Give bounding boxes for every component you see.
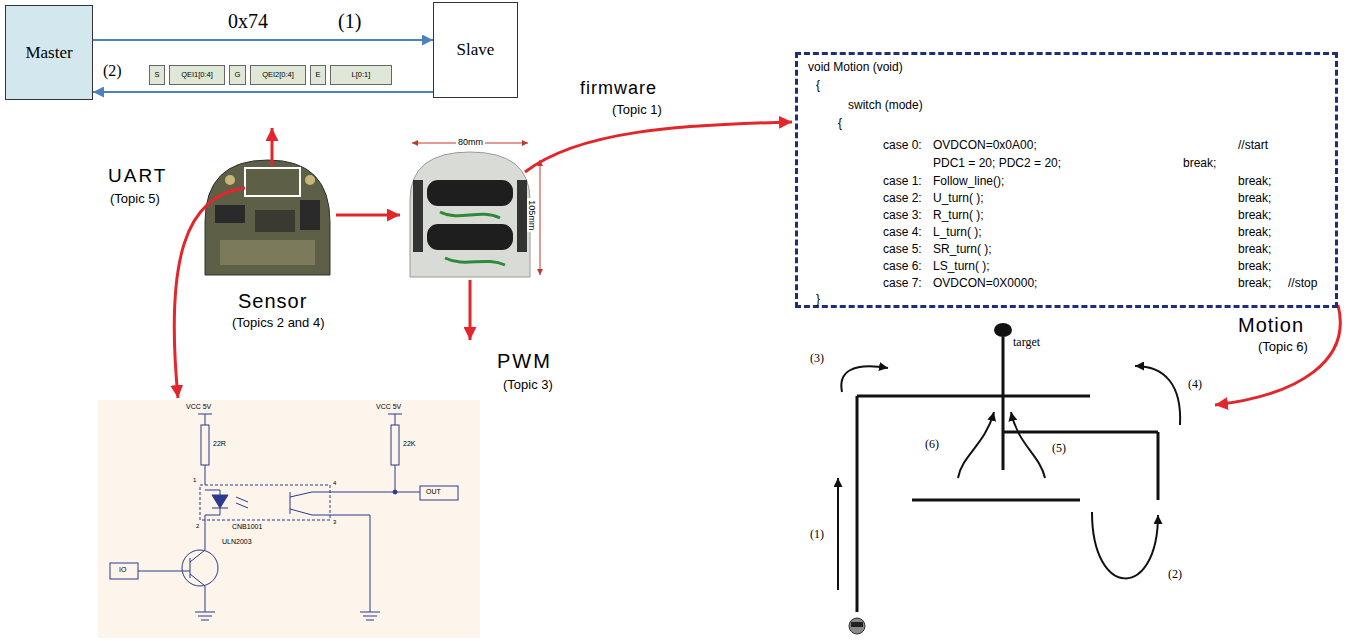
node-text: Master [25,43,72,63]
callout-number: (1) [810,528,824,542]
resistor-value: 22R [213,440,226,448]
signal-name: OUT [426,488,441,496]
edge-label: 0x74 [228,10,268,33]
part-name: ULN2003 [222,538,252,546]
code-line: break; [1238,260,1271,274]
target-label: target [1013,336,1040,350]
code-line: break; [1183,157,1216,171]
callout-number: (3) [810,352,824,366]
node-text: E [315,71,320,80]
robot-photo [410,143,540,277]
code-line: R_turn( ); [933,209,984,223]
code-line: { [838,117,842,131]
node-text: QEI2[0:4] [262,71,294,80]
supply-label: VCC 5V [376,403,401,411]
uart-arrow [93,91,433,93]
node-text: S [154,71,159,80]
topic-title: PWM [497,350,552,373]
code-line: L_turn( ); [933,226,982,240]
master-box: Master [5,5,93,100]
frame-field: L[0:1] [330,65,392,85]
code-line: case 7: [883,277,922,291]
topic-title: Sensor [238,290,307,313]
dimension: 105mm [527,198,537,232]
code-line: case 3: [883,209,922,223]
topic-title: firmware [580,78,657,99]
code-line: break; [1238,243,1271,257]
topic-title: UART [108,165,167,187]
signal-name: IO [119,566,126,574]
code-line: case 5: [883,243,922,257]
topic-number: (Topic 6) [1258,340,1308,355]
uart-arrow [93,39,433,41]
resistor-value: 22K [403,440,415,448]
node-text: Slave [457,40,495,60]
track-diagram [838,323,1180,634]
callout-number: (4) [1188,378,1202,392]
code-box: void Motion (void) { switch (mode) { case 0:… [795,52,1338,308]
code-line: //start [1238,139,1268,153]
topic-number: (Topic 5) [110,192,160,207]
code-line: case 1: [883,175,922,189]
code-line: switch (mode) [848,99,923,113]
code-line: case 2: [883,192,922,206]
code-line: break; [1238,277,1271,291]
frame-field: G [229,65,246,85]
code-line: //stop [1288,277,1317,291]
pin-number: 4 [333,480,336,487]
code-line: OVDCON=0X0000; [933,277,1037,291]
code-line: U_turn( ); [933,192,984,206]
node-text: QEI1[0:4] [181,71,213,80]
frame-field: E [310,65,326,85]
code-line: break; [1238,175,1271,189]
topic-title: Motion [1238,314,1304,337]
topic-number: (Topics 2 and 4) [232,316,325,331]
code-line: case 6: [883,260,922,274]
code-line: case 4: [883,226,922,240]
code-line: { [816,79,820,93]
node-text: G [235,71,241,80]
code-line: case 0: [883,139,922,153]
frame-field: QEI2[0:4] [250,65,306,85]
callout-number: (6) [925,438,939,452]
code-line: SR_turn( ); [933,243,992,257]
topic-number: (Topic 1) [612,103,662,118]
callout-number: (2) [1168,568,1182,582]
node-text: L[0:1] [352,71,371,80]
frame-field: S [149,65,165,85]
topic-number: (Topic 3) [503,378,553,393]
code-line: break; [1238,226,1271,240]
callout-number: (5) [1052,442,1066,456]
code-line: break; [1238,209,1271,223]
sensor-circuit [98,400,480,638]
code-line: OVDCON=0x0A00; [933,139,1037,153]
dimension: 80mm [456,137,485,147]
code-line: break; [1238,192,1271,206]
sensor-board [205,160,330,275]
pin-number: 2 [196,523,199,530]
slave-box: Slave [433,2,518,98]
part-name: CNB1001 [232,523,262,531]
code-line: PDC1 = 20; PDC2 = 20; [933,157,1061,171]
pin-number: 3 [333,519,336,526]
callout-number: (1) [338,10,361,33]
frame-field: QEI1[0:4] [169,65,225,85]
code-line: Follow_line(); [933,175,1004,189]
code-line: void Motion (void) [808,61,903,75]
code-line: LS_turn( ); [933,260,990,274]
pin-number: 1 [193,477,196,484]
callout-number: (2) [103,62,122,80]
code-line: } [816,293,820,307]
supply-label: VCC 5V [186,403,211,411]
